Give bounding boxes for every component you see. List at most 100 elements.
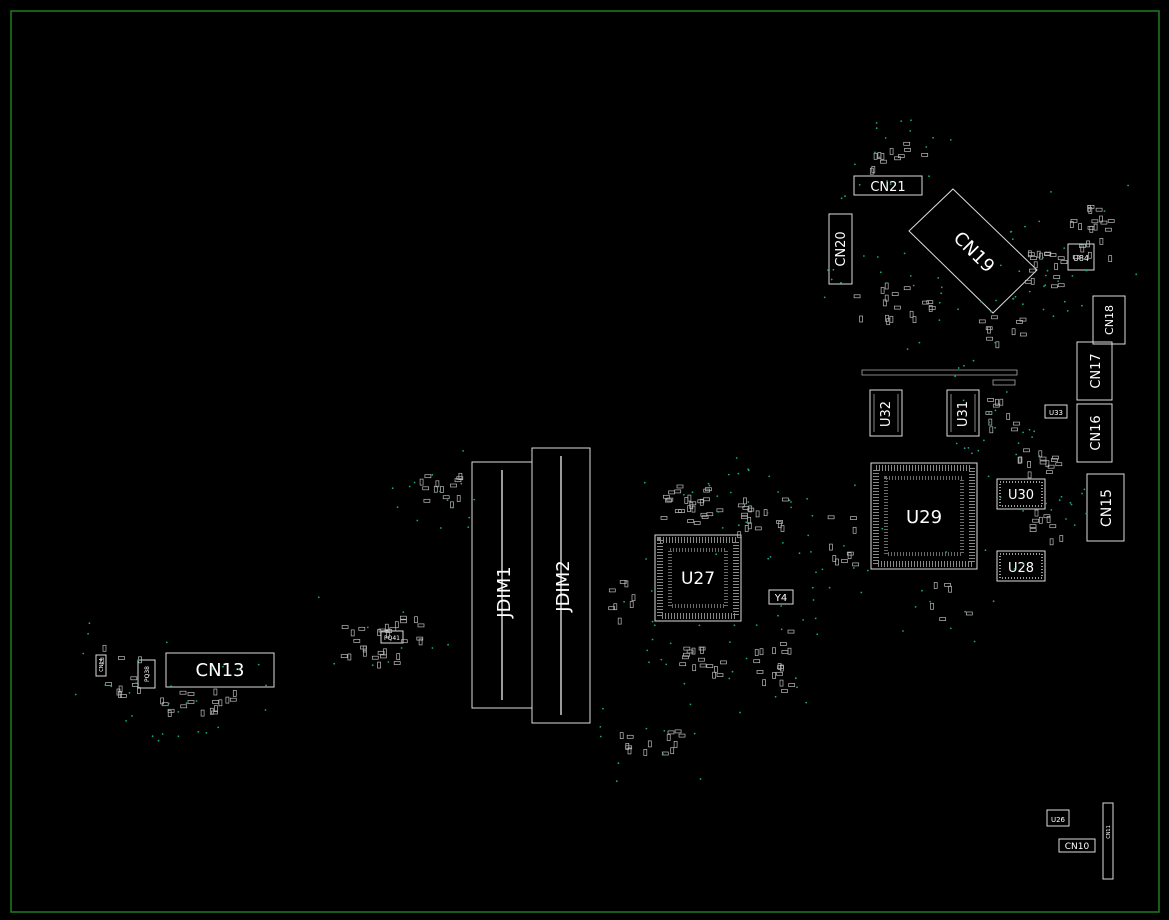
via <box>1024 225 1026 228</box>
passive-component <box>1086 240 1090 248</box>
cn18-connector[interactable]: CN18 <box>1092 295 1126 345</box>
passive-component <box>1033 261 1038 269</box>
passive-component <box>377 650 385 655</box>
cn10-connector[interactable]: CN10 <box>1058 838 1096 853</box>
u30-chip[interactable]: U30 <box>996 478 1046 510</box>
passive-component <box>714 666 718 673</box>
passive-component <box>699 498 704 506</box>
cn13-connector[interactable]: CN13 <box>165 652 275 688</box>
via <box>689 703 692 706</box>
via <box>151 735 154 738</box>
via <box>387 661 390 663</box>
y4-crystal[interactable]: Y4 <box>768 589 794 605</box>
passive-component <box>763 509 768 516</box>
passive-component <box>1027 252 1035 257</box>
passive-component <box>389 627 397 632</box>
via <box>929 600 931 603</box>
via <box>716 495 719 497</box>
passive-component <box>850 516 857 520</box>
passive-component <box>903 286 911 291</box>
pq41-label: PQ41 <box>384 635 400 642</box>
via <box>699 778 702 780</box>
pq38-component[interactable]: PQ38 <box>137 659 156 689</box>
via <box>643 481 646 484</box>
u27-bga-chip[interactable]: U27 <box>654 534 742 622</box>
via <box>691 491 694 494</box>
via <box>807 534 810 537</box>
via <box>1038 454 1041 457</box>
via <box>872 172 875 175</box>
u26-chip[interactable]: U26 <box>1046 809 1070 827</box>
via <box>889 183 892 186</box>
via <box>1014 295 1017 298</box>
via <box>317 596 320 599</box>
u31-chip[interactable]: U31 <box>946 389 980 437</box>
passive-component <box>692 664 697 672</box>
passive-component <box>1013 421 1020 426</box>
via <box>1063 300 1066 303</box>
via <box>1066 310 1069 312</box>
via <box>1015 453 1018 456</box>
via <box>371 664 374 667</box>
passive-component <box>386 631 390 639</box>
cn21-connector[interactable]: CN21 <box>853 175 923 196</box>
pad-row-top <box>861 369 1018 386</box>
pq41-component[interactable]: PQ41 <box>380 630 404 644</box>
via <box>823 296 826 299</box>
passive-component <box>700 647 704 654</box>
via <box>1010 230 1013 233</box>
cn16-connector[interactable]: CN16 <box>1076 403 1113 463</box>
via <box>971 452 973 455</box>
passive-component <box>212 700 219 704</box>
cn14-connector[interactable]: CN14 <box>95 654 107 677</box>
passive-component <box>179 690 187 695</box>
jdim2-slot[interactable]: JDIM2 <box>531 447 591 724</box>
via <box>599 735 602 738</box>
via <box>994 341 997 344</box>
via <box>669 642 672 645</box>
passive-component <box>1024 279 1032 284</box>
passive-component <box>742 506 750 510</box>
passive-component <box>1030 256 1037 260</box>
passive-component <box>1049 253 1057 257</box>
cn17-label: CN17 <box>1089 353 1104 388</box>
cn11-connector[interactable]: CN11 <box>1102 802 1114 880</box>
passive-component <box>454 478 462 483</box>
passive-component <box>1059 535 1064 542</box>
cn21-label: CN21 <box>870 180 905 195</box>
via <box>967 447 970 449</box>
via <box>1011 238 1014 241</box>
cn17-connector[interactable]: CN17 <box>1076 341 1113 401</box>
via <box>177 735 180 738</box>
via <box>439 490 441 493</box>
via <box>1050 191 1052 193</box>
u29-bga-chip[interactable]: U29 <box>870 462 978 570</box>
u33-chip[interactable]: U33 <box>1044 404 1068 419</box>
u32-chip[interactable]: U32 <box>869 389 903 437</box>
passive-component <box>666 734 671 741</box>
cn15-connector[interactable]: CN15 <box>1086 473 1125 542</box>
u84-chip[interactable]: U84 <box>1067 243 1095 271</box>
cn14-label: CN14 <box>99 658 105 672</box>
passive-component <box>1069 221 1074 228</box>
passive-component <box>889 315 894 323</box>
passive-component <box>846 551 854 556</box>
via <box>1042 308 1045 311</box>
via <box>1070 503 1073 506</box>
via <box>708 484 711 487</box>
passive-component <box>1032 518 1039 523</box>
via <box>984 549 987 552</box>
via <box>840 281 842 284</box>
via <box>185 702 188 705</box>
passive-component <box>358 626 366 631</box>
via <box>728 677 731 680</box>
u28-chip[interactable]: U28 <box>996 550 1046 582</box>
passive-component <box>1036 250 1041 258</box>
passive-component <box>350 629 355 637</box>
jdim1-slot[interactable]: JDIM1 <box>471 461 533 709</box>
passive-component <box>225 696 230 704</box>
cn19-connector[interactable]: CN19 <box>908 188 1038 314</box>
passive-component <box>667 730 675 735</box>
via <box>683 493 685 496</box>
cn20-connector[interactable]: CN20 <box>828 213 853 285</box>
